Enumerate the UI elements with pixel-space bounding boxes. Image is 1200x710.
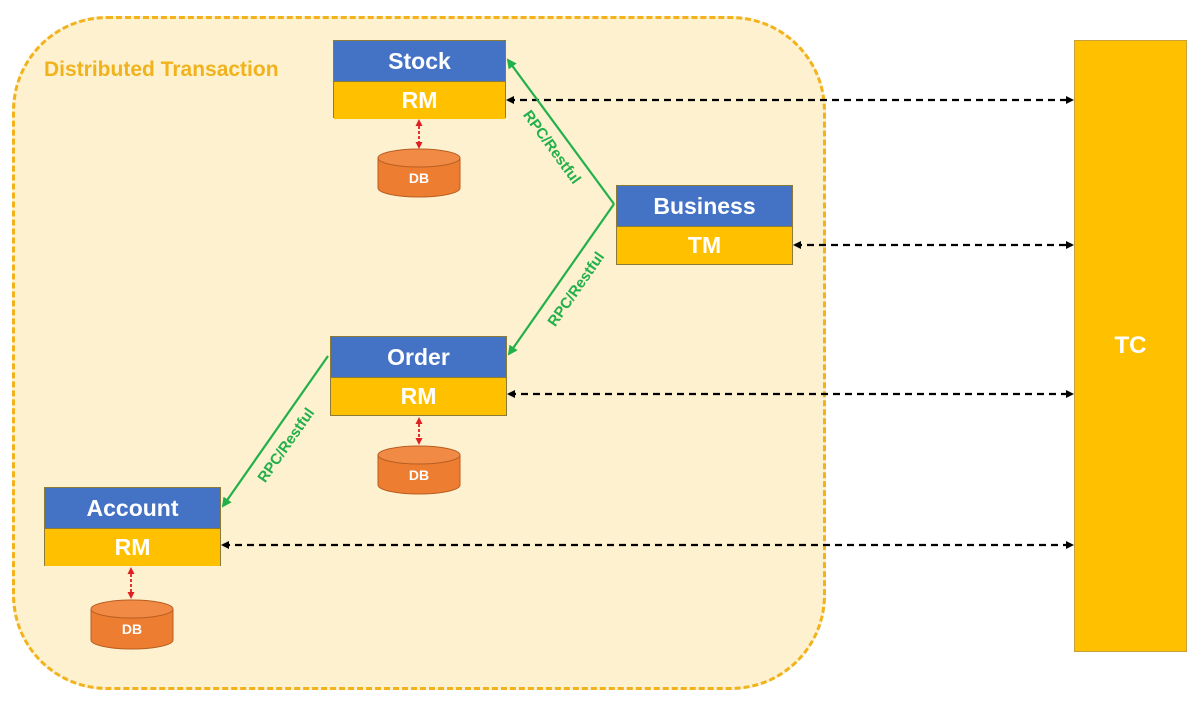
group-title: Distributed Transaction (44, 58, 279, 81)
stock-service-role: RM (334, 81, 505, 119)
stock-service-name: Stock (334, 41, 505, 81)
transaction-coordinator: TC (1074, 40, 1187, 652)
order-service: Order RM (330, 336, 507, 416)
account-service: Account RM (44, 487, 221, 566)
account-service-role: RM (45, 528, 220, 566)
business-service: Business TM (616, 185, 793, 265)
order-database: DB (377, 445, 461, 495)
order-to-account-rpc-arrow (221, 355, 329, 508)
order-service-role: RM (331, 377, 506, 415)
business-service-name: Business (617, 186, 792, 226)
business-to-order-rpc-arrow (507, 203, 615, 356)
account-service-name: Account (45, 488, 220, 528)
order-db-label: DB (409, 467, 429, 483)
account-database: DB (90, 599, 174, 650)
stock-service: Stock RM (333, 40, 506, 119)
business-service-role: TM (617, 226, 792, 264)
business-to-stock-rpc-arrow (506, 58, 615, 205)
order-service-name: Order (331, 337, 506, 377)
account-db-label: DB (122, 621, 142, 637)
stock-db-label: DB (409, 170, 429, 186)
stock-database: DB (377, 148, 461, 198)
